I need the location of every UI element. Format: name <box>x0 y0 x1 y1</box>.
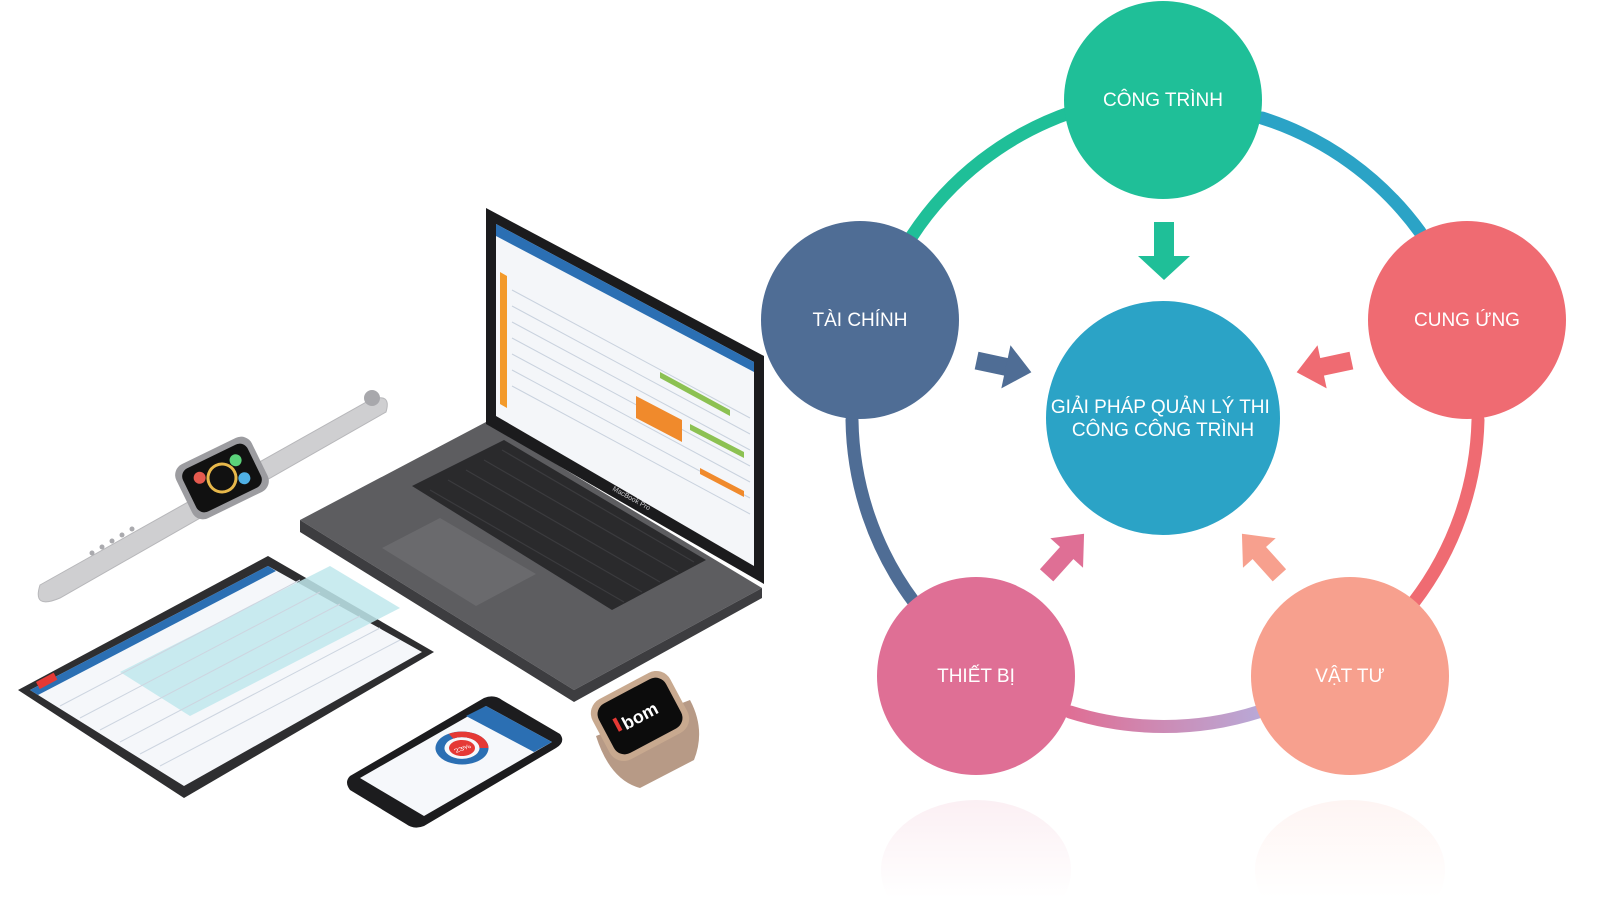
smartphone: 23% <box>347 696 563 828</box>
cycle-diagram: GIẢI PHÁP QUẢN LÝ THI CÔNG CÔNG TRÌNH CÔ… <box>761 1 1566 898</box>
node-tai-chinh-label: TÀI CHÍNH <box>813 310 908 331</box>
smartwatch-gold: bom <box>590 670 700 788</box>
phone-gauge-value: 23% <box>452 743 473 755</box>
center-label-line1: GIẢI PHÁP QUẢN LÝ THI <box>1051 396 1270 418</box>
node-tai-chinh: TÀI CHÍNH <box>761 221 959 419</box>
ring-segment-bottom <box>1063 705 1265 733</box>
arrow-from-tai-chinh <box>974 345 1032 389</box>
devices-illustration: MacBook Pro 23% <box>18 208 764 828</box>
node-cong-trinh: CÔNG TRÌNH <box>1064 1 1262 199</box>
arrow-from-cong-trinh <box>1138 222 1190 280</box>
node-cung-ung: CUNG ỨNG <box>1368 221 1566 419</box>
center-node: GIẢI PHÁP QUẢN LÝ THI CÔNG CÔNG TRÌNH <box>1046 301 1280 535</box>
node-cong-trinh-label: CÔNG TRÌNH <box>1103 89 1223 111</box>
node-vat-tu-label: VẬT TƯ <box>1315 665 1384 687</box>
outer-ring <box>845 105 1485 733</box>
node-cung-ung-label: CUNG ỨNG <box>1414 309 1520 331</box>
arrow-from-cung-ung <box>1296 345 1354 389</box>
smartwatch-silver <box>37 390 388 603</box>
laptop: MacBook Pro <box>300 208 764 702</box>
node-thiet-bi-label: THIẾT BỊ <box>937 665 1015 687</box>
ring-segment-left <box>845 413 921 609</box>
node-thiet-bi: THIẾT BỊ <box>877 577 1075 775</box>
ring-segment-top-left <box>905 105 1079 243</box>
ring-segment-right <box>1407 413 1485 609</box>
tablet <box>18 556 434 798</box>
ring-segment-top-right <box>1255 111 1427 239</box>
node-vat-tu: VẬT TƯ <box>1251 577 1449 775</box>
arrow-from-vat-tu <box>1241 533 1287 582</box>
svg-text:GIẢI PHÁP QUẢN LÝ THI CÔ: GIẢI PHÁP QUẢN LÝ THI CÔNG CÔNG TRÌNH <box>1051 396 1275 441</box>
center-label-line2: CÔNG CÔNG TRÌNH <box>1072 419 1254 441</box>
arrow-from-thiet-bi <box>1039 533 1085 582</box>
